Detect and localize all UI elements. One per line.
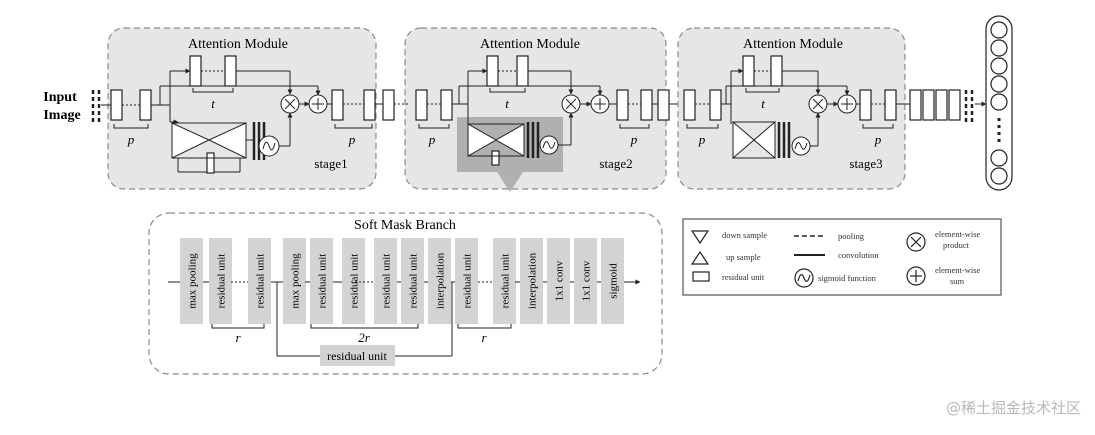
module-2-title: Attention Module [480,37,580,52]
soft-mask-block-label: residual unit [349,254,361,309]
soft-mask-block-label: residual unit [408,254,420,309]
soft-mask-r-left: r [235,330,241,345]
soft-mask-r-right: r [481,330,487,345]
soft-mask-block-label: residual unit [317,254,329,309]
legend-sigmoid-function: sigmoid function [818,273,877,283]
module-1-t: t [211,96,215,111]
soft-mask-block-label: residual unit [462,254,474,309]
legend-up-sample: up sample [726,252,761,262]
soft-mask-block [180,238,203,324]
soft-mask-2r: 2r [358,330,371,345]
soft-mask-block-label: interpolation [435,252,447,309]
soft-mask-block-label: interpolation [527,252,539,309]
legend: down sample up sample residual unit pool… [682,218,1002,296]
input-label-line2: Image [43,108,80,123]
module-2-stage: stage2 [599,156,632,171]
module-3-title: Attention Module [743,37,843,52]
soft-mask-block-label: 1x1 conv [581,260,593,301]
skip-residual-unit-label: residual unit [327,349,387,363]
watermark: @稀土掘金技术社区 [945,399,1081,417]
legend-product-line1: element-wise [935,229,981,239]
legend-convolution: convolution [838,250,879,260]
soft-mask-block-label: 1x1 conv [554,260,566,301]
legend-sum-line2: sum [950,276,965,286]
module-1-p-left: p [127,132,135,147]
module-1-stage: stage1 [314,156,347,171]
soft-mask-block-label: residual unit [216,254,228,309]
soft-mask-blocks: max pooling residual unit residual unit max… [180,238,624,324]
input-label-line1: Input [43,90,77,105]
legend-residual-unit: residual unit [722,272,765,282]
soft-mask-block [428,238,451,324]
soft-mask-block [342,238,365,324]
soft-mask-block [248,238,271,324]
soft-mask-block-label: residual unit [255,254,267,309]
legend-sum-line1: element-wise [935,265,981,275]
soft-mask-block [493,238,516,324]
legend-product-line2: product [943,240,970,250]
soft-mask-block-label: residual unit [500,254,512,309]
soft-mask-block [455,238,478,324]
module-2-p-right: p [630,132,638,147]
soft-mask-block [520,238,543,324]
soft-mask-block [601,238,624,324]
legend-down-sample: down sample [722,230,767,240]
soft-mask-block [374,238,397,324]
soft-mask-block-label: max pooling [290,253,302,309]
soft-mask-block [283,238,306,324]
soft-mask-block-label: residual unit [381,254,393,309]
soft-mask-block [209,238,232,324]
soft-mask-block [574,238,597,324]
soft-mask-block [547,238,570,324]
module-3-p-left: p [698,132,706,147]
soft-mask-block [310,238,333,324]
module-3-p-right: p [874,132,882,147]
soft-mask-block-label: max pooling [187,253,199,309]
module-2-t: t [505,96,509,111]
legend-pooling: pooling [838,231,865,241]
module-3-stage: stage3 [849,156,882,171]
module-1-title: Attention Module [188,37,288,52]
soft-mask-block-label: sigmoid [608,263,620,299]
soft-mask-block [401,238,424,324]
module-1-p-right: p [348,132,356,147]
soft-mask-title: Soft Mask Branch [354,218,456,233]
output-layer [985,15,1013,191]
module-3-t: t [761,96,765,111]
module-2-p-left: p [428,132,436,147]
